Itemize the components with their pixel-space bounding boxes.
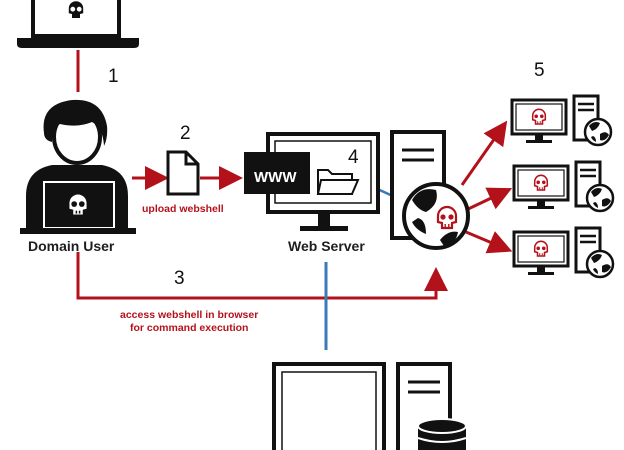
- database-icon: [417, 418, 467, 450]
- laptop-skull-icon: [17, 0, 139, 48]
- globe-skull-icon: [402, 182, 470, 250]
- step-number-3: 3: [174, 268, 185, 289]
- infected-workstation-1: [512, 96, 611, 145]
- access-webshell-label: access webshell in browser: [120, 309, 258, 321]
- infected-workstation-3: [514, 228, 613, 277]
- step-number-4: 4: [348, 147, 359, 168]
- arrow-victim-1: [460, 120, 508, 186]
- arrow-victim-2: [465, 187, 513, 212]
- upload-webshell-label: upload webshell: [142, 203, 224, 215]
- web-server-label: Web Server: [288, 238, 365, 254]
- file-icon: [166, 150, 200, 196]
- infected-workstation-2: [514, 162, 613, 211]
- connector-step-3: [76, 252, 448, 300]
- command-execution-label: for command execution: [130, 322, 248, 334]
- folder-icon: [316, 169, 360, 195]
- www-badge-label: WWW: [254, 169, 297, 186]
- step-number-2: 2: [180, 123, 191, 144]
- step-number-1: 1: [108, 66, 119, 87]
- arrow-victim-3: [465, 230, 513, 254]
- user-icon: [20, 99, 136, 234]
- domain-user-label: Domain User: [28, 238, 115, 254]
- database-server-icon: [272, 362, 452, 450]
- step-number-5: 5: [534, 60, 545, 81]
